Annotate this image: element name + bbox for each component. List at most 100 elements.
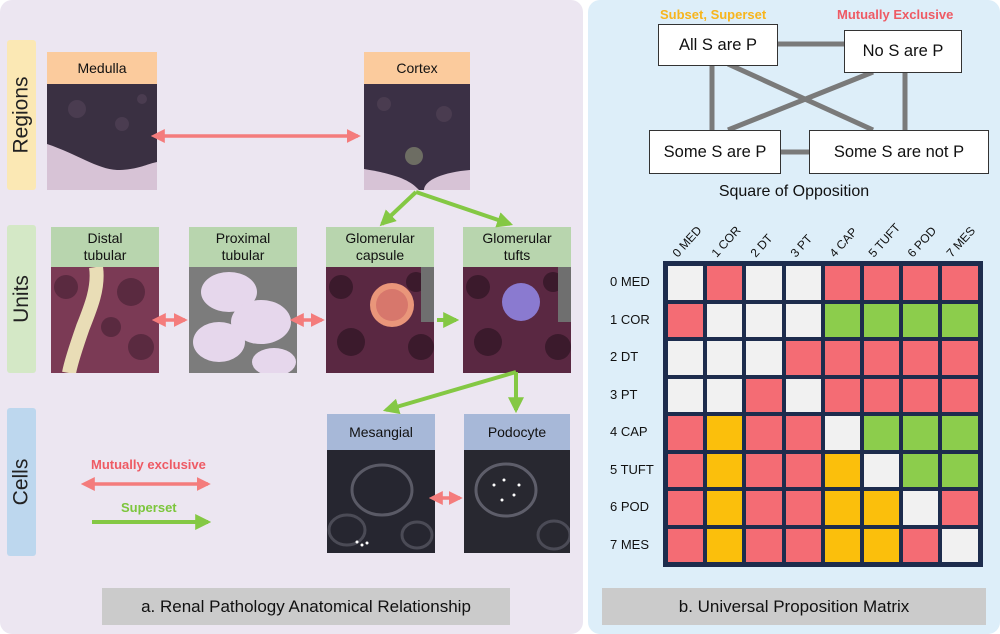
matrix-cell bbox=[864, 491, 900, 525]
cortex-texture bbox=[364, 84, 470, 190]
medulla-texture bbox=[47, 84, 157, 190]
matrix-cell bbox=[864, 416, 900, 450]
square-title: Square of Opposition bbox=[718, 183, 870, 200]
matrix-cell bbox=[942, 453, 978, 487]
row-label-cells: Cells bbox=[7, 408, 36, 556]
matrix-cell bbox=[864, 266, 900, 300]
matrix-column-label: 0 MED bbox=[669, 223, 705, 260]
matrix-cell bbox=[903, 491, 939, 525]
matrix-cell bbox=[942, 341, 978, 375]
matrix-cell bbox=[668, 378, 704, 412]
proximal-tubular-texture bbox=[189, 267, 297, 373]
distal-tubular-texture bbox=[51, 267, 159, 373]
box-no-s-are-p: No S are P bbox=[844, 30, 962, 73]
matrix-cell bbox=[746, 266, 782, 300]
matrix-cell bbox=[824, 491, 860, 525]
matrix-cell bbox=[707, 416, 743, 450]
matrix-cell bbox=[942, 378, 978, 412]
square-connectors bbox=[709, 41, 908, 155]
matrix-row-label: 2 DT bbox=[610, 349, 639, 364]
glomerular-capsule-image bbox=[326, 267, 434, 373]
matrix-cell bbox=[668, 491, 704, 525]
matrix-cell bbox=[785, 491, 821, 525]
caption-b: b. Universal Proposition Matrix bbox=[602, 588, 986, 625]
arrow-tufts-mesangial bbox=[382, 370, 517, 415]
matrix-cell bbox=[707, 491, 743, 525]
matrix-cell bbox=[824, 303, 860, 337]
matrix-cell bbox=[864, 528, 900, 562]
distal-tubular-image bbox=[51, 267, 159, 373]
row-label-regions: Regions bbox=[7, 40, 36, 190]
matrix-cell bbox=[746, 416, 782, 450]
matrix-cell bbox=[707, 303, 743, 337]
arrow-cortex-capsule bbox=[379, 190, 418, 227]
matrix-cell bbox=[707, 378, 743, 412]
matrix-column-label: 4 CAP bbox=[826, 224, 861, 260]
glomerular-tufts-image bbox=[463, 267, 571, 373]
matrix-row-label: 6 POD bbox=[610, 499, 650, 514]
matrix-cell bbox=[864, 453, 900, 487]
cortex-image bbox=[364, 84, 470, 190]
matrix-cell bbox=[903, 266, 939, 300]
glomerular-capsule-texture bbox=[326, 267, 434, 373]
matrix-cell bbox=[707, 453, 743, 487]
matrix-cell bbox=[785, 453, 821, 487]
matrix-cell bbox=[668, 303, 704, 337]
matrix-cell bbox=[942, 416, 978, 450]
box-some-s-are-not-p: Some S are not P bbox=[809, 130, 989, 174]
matrix-cell bbox=[785, 303, 821, 337]
glomerular-tufts-texture bbox=[463, 267, 571, 373]
podocyte-image bbox=[464, 450, 570, 553]
matrix-column-label: 1 COR bbox=[708, 223, 744, 260]
legend-mutually-exclusive: Mutually exclusive bbox=[91, 457, 206, 472]
matrix-cell bbox=[785, 528, 821, 562]
matrix-cell bbox=[824, 341, 860, 375]
podocyte-texture bbox=[464, 450, 570, 553]
matrix-column-label: 2 DT bbox=[747, 231, 776, 260]
matrix-cell bbox=[785, 341, 821, 375]
matrix-column-label: 7 MES bbox=[943, 223, 979, 260]
cortex-title: Cortex bbox=[364, 52, 470, 84]
matrix-cell bbox=[746, 341, 782, 375]
distal-tubular-title: Distal tubular bbox=[51, 227, 159, 267]
legend-superset: Superset bbox=[121, 500, 177, 515]
matrix-cell bbox=[824, 416, 860, 450]
matrix-cell bbox=[785, 266, 821, 300]
mesangial-title: Mesangial bbox=[327, 414, 435, 450]
legend-subset: Subset, Superset bbox=[660, 7, 767, 22]
matrix-row-label: 7 MES bbox=[610, 536, 650, 552]
matrix-cell bbox=[707, 341, 743, 375]
matrix-cell bbox=[942, 491, 978, 525]
matrix-row-label: 4 CAP bbox=[610, 424, 648, 439]
matrix-cell bbox=[668, 416, 704, 450]
matrix-cell bbox=[903, 416, 939, 450]
medulla-image bbox=[47, 84, 157, 190]
medulla-title: Medulla bbox=[47, 52, 157, 84]
matrix-cell bbox=[864, 341, 900, 375]
panel-proposition-matrix: Subset, Superset Mutually Exclusive All … bbox=[588, 0, 1000, 634]
mesangial-image bbox=[327, 450, 435, 553]
matrix-cell bbox=[668, 453, 704, 487]
relationship-arrows bbox=[80, 129, 524, 530]
matrix-row-label: 5 TUFT bbox=[610, 461, 654, 477]
matrix-cell bbox=[903, 528, 939, 562]
arrow-cortex-tufts bbox=[415, 190, 514, 228]
matrix-cell bbox=[746, 453, 782, 487]
glomerular-capsule-title: Glomerular capsule bbox=[326, 227, 434, 267]
proximal-tubular-image bbox=[189, 267, 297, 373]
matrix-cell bbox=[864, 378, 900, 412]
matrix-cell bbox=[824, 528, 860, 562]
matrix-cell bbox=[903, 303, 939, 337]
proximal-tubular-title: Proximal tubular bbox=[189, 227, 297, 267]
matrix-cell bbox=[707, 528, 743, 562]
matrix-cell bbox=[824, 266, 860, 300]
podocyte-title: Podocyte bbox=[464, 414, 570, 450]
matrix-cell bbox=[942, 266, 978, 300]
matrix-cell bbox=[785, 378, 821, 412]
matrix-cell bbox=[785, 416, 821, 450]
matrix-cell bbox=[824, 453, 860, 487]
matrix-cell bbox=[864, 303, 900, 337]
matrix-cell bbox=[746, 378, 782, 412]
box-all-s-are-p: All S are P bbox=[658, 24, 778, 66]
